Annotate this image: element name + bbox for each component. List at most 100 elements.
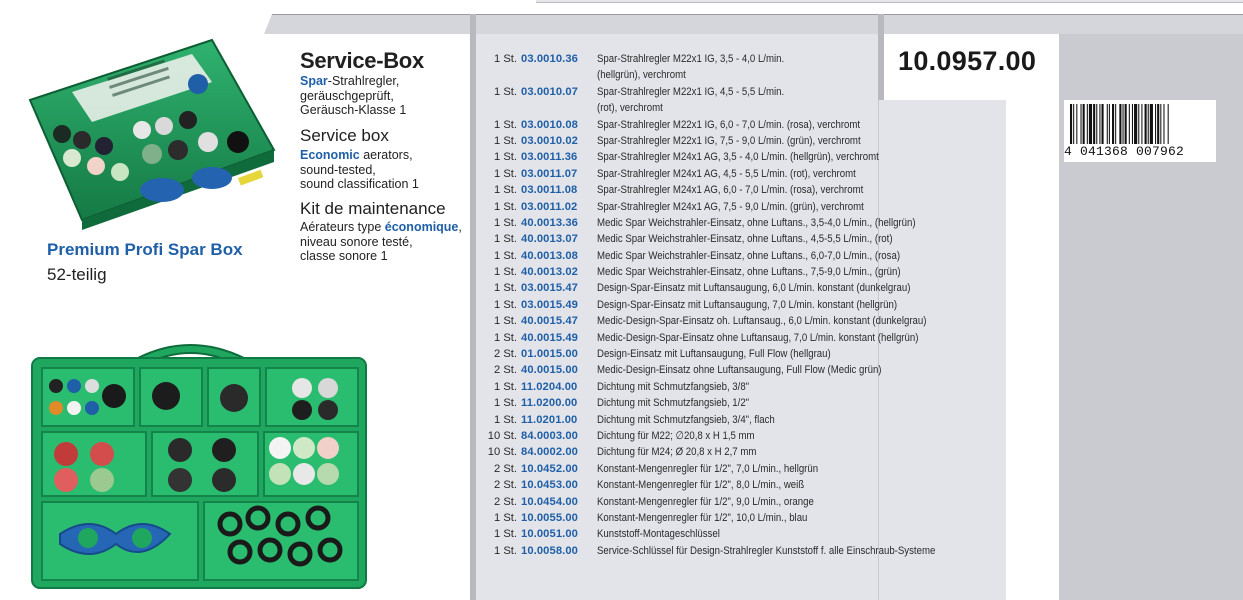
service-box-open-photo xyxy=(31,344,367,589)
barcode-bar xyxy=(1160,104,1162,144)
barcode-bar xyxy=(1093,104,1096,144)
part-description: Medic Spar Weichstrahler-Einsatz, ohne L… xyxy=(597,216,916,229)
part-code: 10.0453.00 xyxy=(521,479,578,492)
part-quantity: 1 St. xyxy=(493,528,517,541)
part-quantity: 1 St. xyxy=(493,233,517,246)
part-description: Konstant-Mengenregler für 1/2", 7,0 L/mi… xyxy=(597,462,819,475)
part-code: 03.0011.36 xyxy=(521,151,578,164)
part-description: Design-Spar-Einsatz mit Luftansaugung, 7… xyxy=(597,298,898,311)
part-code: 84.0002.00 xyxy=(521,446,578,459)
part-quantity: 1 St. xyxy=(493,200,517,213)
part-quantity: 1 St. xyxy=(493,315,517,328)
part-code: 10.0454.00 xyxy=(521,495,578,508)
part-description: Spar-Strahlregler M22x1 IG, 4,5 - 5,5 L/… xyxy=(597,85,785,98)
part-description: Dichtung mit Schmutzfangsieb, 3/4", flac… xyxy=(597,413,775,426)
barcode-bar xyxy=(1128,104,1130,144)
barcode-bar xyxy=(1144,104,1147,144)
part-description: Dichtung für M22; ∅20,8 x H 1,5 mm xyxy=(597,429,755,442)
part-code: 10.0058.00 xyxy=(521,544,578,557)
article-number: 10.0957.00 xyxy=(898,46,1037,76)
part-description: Konstant-Mengenregler für 1/2", 8,0 L/mi… xyxy=(597,479,805,492)
part-code: 10.0055.00 xyxy=(521,511,578,524)
barcode-bar xyxy=(1076,104,1078,144)
part-code: 40.0015.47 xyxy=(521,315,578,328)
barcode-bar xyxy=(1115,104,1117,144)
part-code: 01.0015.00 xyxy=(521,348,578,361)
article-number-panel xyxy=(884,34,1059,100)
part-code: 03.0010.07 xyxy=(521,85,578,98)
description-en: Economic aerators, sound-tested, sound c… xyxy=(300,148,419,192)
part-quantity: 1 St. xyxy=(493,184,517,197)
description-fr-line2: niveau sonore testé, xyxy=(300,234,413,249)
part-code: 11.0204.00 xyxy=(521,380,578,393)
barcode-bar xyxy=(1147,104,1149,144)
part-quantity: 1 St. xyxy=(493,413,517,426)
barcode-bar xyxy=(1108,104,1110,144)
service-box-closed-photo xyxy=(28,38,276,230)
part-code: 40.0013.36 xyxy=(521,216,578,229)
parts-list-panel-extension xyxy=(878,100,1006,600)
part-quantity: 1 St. xyxy=(493,511,517,524)
description-de-line1-text: -Strahlregler, xyxy=(327,74,400,88)
column-divider xyxy=(470,14,476,600)
part-quantity: 2 St. xyxy=(493,462,517,475)
description-fr: Aérateurs type économique, niveau sonore… xyxy=(300,220,462,264)
description-fr-line1-post: , xyxy=(458,220,462,234)
part-code: 84.0003.00 xyxy=(521,429,578,442)
part-code: 40.0015.00 xyxy=(521,364,578,377)
description-fr-line3: classe sonore 1 xyxy=(300,249,388,263)
part-description: Spar-Strahlregler M24x1 AG, 6,0 - 7,0 L/… xyxy=(597,184,864,197)
part-quantity: 1 St. xyxy=(493,167,517,180)
barcode-bar xyxy=(1149,104,1153,144)
barcode-bar xyxy=(1131,104,1133,144)
part-quantity: 2 St. xyxy=(493,495,517,508)
header-tab-right xyxy=(884,14,1243,34)
part-description: Dichtung mit Schmutzfangsieb, 3/8" xyxy=(597,380,750,393)
barcode-bar xyxy=(1163,104,1165,144)
part-description: Spar-Strahlregler M22x1 IG, 3,5 - 4,0 L/… xyxy=(597,53,785,65)
part-quantity: 1 St. xyxy=(493,216,517,229)
part-code: 40.0013.08 xyxy=(521,249,578,262)
part-quantity: 1 St. xyxy=(493,282,517,295)
description-de-accent: Spar xyxy=(300,74,328,88)
part-quantity: 2 St. xyxy=(493,348,517,361)
part-quantity: 1 St. xyxy=(493,331,517,344)
barcode-bar xyxy=(1070,104,1073,144)
promo-subtitle: 52-teilig xyxy=(47,265,107,284)
barcode-bar xyxy=(1138,104,1140,144)
part-description: Spar-Strahlregler M22x1 IG, 6,0 - 7,0 L/… xyxy=(597,118,861,131)
barcode-bar xyxy=(1101,104,1104,144)
part-description: Dichtung für M24; Ø 20,8 x H 2,7 mm xyxy=(597,446,757,459)
table-row: (hellgrün), verchromt xyxy=(478,67,1006,83)
part-description: Service-Schlüssel für Design-Strahlregle… xyxy=(597,544,936,557)
description-en-line3: sound classification 1 xyxy=(300,177,419,191)
part-quantity: 1 St. xyxy=(493,397,517,410)
part-quantity: 1 St. xyxy=(493,249,517,262)
part-quantity: 10 St. xyxy=(487,446,517,459)
description-fr-accent: économique xyxy=(384,220,459,234)
part-code: 03.0010.02 xyxy=(521,134,578,147)
barcode-bar xyxy=(1099,104,1101,144)
heading-en: Service box xyxy=(300,126,389,145)
part-quantity: 2 St. xyxy=(493,364,517,377)
part-code: 03.0015.49 xyxy=(521,298,578,311)
